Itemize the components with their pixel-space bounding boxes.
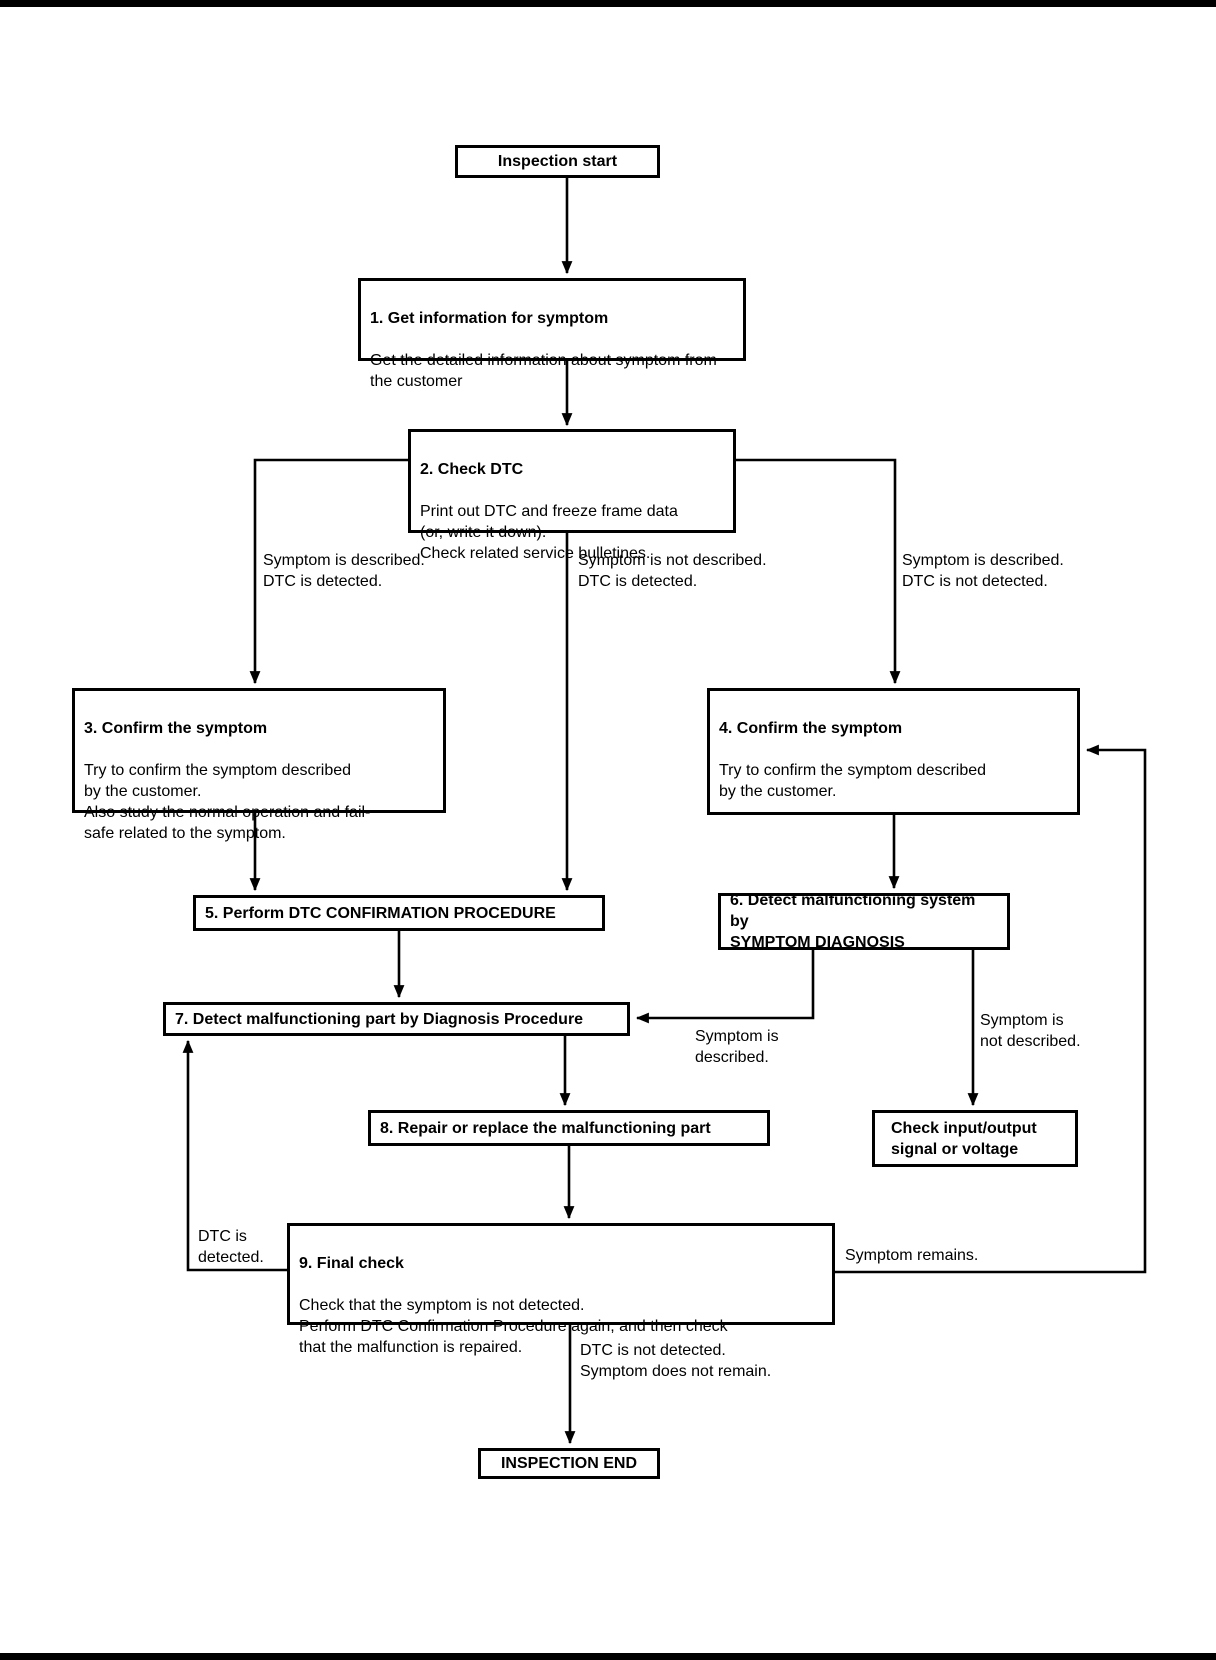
- node-label: 5. Perform DTC CONFIRMATION PROCEDURE: [205, 904, 556, 922]
- edge-9-to-4-feedback: [835, 744, 1147, 1274]
- node-title: 1. Get information for symptom: [370, 310, 609, 327]
- node-step7-detect-malfunctioning-part: 7. Detect malfunctioning part by Diagnos…: [163, 1002, 630, 1036]
- node-body: Try to confirm the symptom described by …: [84, 762, 371, 842]
- edge-2-to-4: [736, 458, 901, 685]
- scan-artifact-bottom: [0, 1653, 1216, 1660]
- node-step8-repair-or-replace: 8. Repair or replace the malfunctioning …: [368, 1110, 770, 1146]
- edge-label-symptom-remains: Symptom remains.: [845, 1247, 979, 1264]
- edge-9-to-7-feedback: [182, 1039, 287, 1272]
- edge-2-to-3: [249, 458, 408, 685]
- edge-label-symptom-not-described: Symptom is not described.: [980, 1012, 1081, 1050]
- node-body: Try to confirm the symptom described by …: [719, 762, 987, 800]
- node-step5-dtc-confirmation-procedure: 5. Perform DTC CONFIRMATION PROCEDURE: [193, 895, 605, 931]
- node-step4-confirm-symptom: 4. Confirm the symptom Try to confirm th…: [707, 688, 1080, 815]
- node-title: 3. Confirm the symptom: [84, 720, 268, 737]
- node-step1-get-information: 1. Get information for symptom Get the d…: [358, 278, 746, 390]
- node-label: Check input/output signal or voltage: [891, 1119, 1037, 1158]
- node-body: Print out DTC and freeze frame data (or,…: [420, 503, 678, 562]
- node-title: 4. Confirm the symptom: [719, 720, 903, 737]
- edge-label-right-branch: Symptom is described. DTC is not detecte…: [902, 552, 1064, 590]
- edge-label-to-end: DTC is not detected. Symptom does not re…: [580, 1342, 772, 1380]
- edge-label-mid-branch: Symptom is not described. DTC is detecte…: [578, 552, 767, 590]
- edge-label-symptom-described: Symptom is described.: [695, 1028, 779, 1066]
- edge-6-to-7: [635, 950, 815, 1024]
- scan-artifact-top: [0, 0, 1216, 7]
- node-label: 8. Repair or replace the malfunctioning …: [380, 1119, 711, 1137]
- node-body: Get the detailed information about sympt…: [370, 352, 717, 390]
- node-label: Inspection start: [497, 153, 618, 170]
- node-inspection-end: INSPECTION END: [478, 1448, 660, 1479]
- node-body: Check that the symptom is not detected. …: [299, 1297, 728, 1356]
- edge-label-dtc-detected: DTC is detected.: [198, 1228, 264, 1266]
- node-check-input-output: Check input/output signal or voltage: [872, 1110, 1078, 1167]
- node-label: 6. Detect malfunctioning system by SYMPT…: [730, 892, 976, 951]
- node-step9-final-check: 9. Final check Check that the symptom is…: [287, 1223, 835, 1356]
- node-step2-check-dtc: 2. Check DTC Print out DTC and freeze fr…: [408, 429, 736, 562]
- node-step6-symptom-diagnosis: 6. Detect malfunctioning system by SYMPT…: [718, 892, 1010, 951]
- node-title: 9. Final check: [299, 1255, 404, 1272]
- node-label: 7. Detect malfunctioning part by Diagnos…: [175, 1010, 584, 1028]
- node-label: INSPECTION END: [500, 1455, 637, 1472]
- node-title: 2. Check DTC: [420, 461, 524, 478]
- node-inspection-start: Inspection start: [455, 145, 660, 178]
- node-step3-confirm-symptom: 3. Confirm the symptom Try to confirm th…: [72, 688, 446, 842]
- edge-label-left-branch: Symptom is described. DTC is detected.: [263, 552, 425, 590]
